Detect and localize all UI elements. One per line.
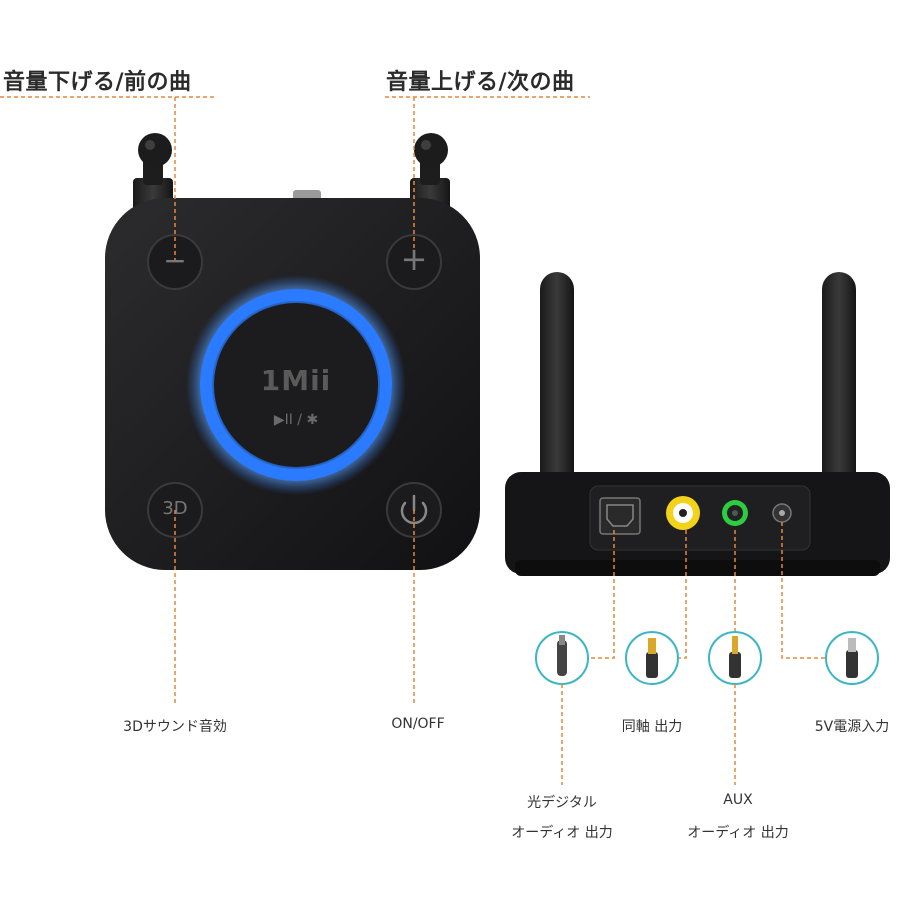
label-volume-up: 音量上げる/次の曲: [386, 70, 575, 95]
label-power-in: 5V電源入力: [814, 719, 890, 735]
play-pause-ring: [200, 289, 392, 481]
leader-power-in: [781, 522, 826, 659]
coaxial-connector: [625, 631, 679, 685]
label-3d-sound: 3Dサウンド音効: [123, 719, 227, 735]
sound-3d-icon: 3D: [162, 498, 188, 519]
label-aux-line1: AUX: [723, 792, 753, 808]
optical-connector: [535, 631, 589, 685]
leader-optical: [588, 530, 615, 659]
label-volume-down: 音量下げる/前の曲: [3, 70, 192, 95]
label-aux-line2: オーディオ 出力: [687, 825, 789, 841]
receiver-base: [515, 560, 880, 576]
power-icon: [400, 494, 428, 525]
label-optical-line2: オーディオ 出力: [511, 825, 613, 841]
plus-icon: +: [400, 240, 428, 278]
receiver-rear-panel: [589, 485, 811, 551]
play-pause-bluetooth-glyph: ▶II / ✱: [273, 412, 319, 428]
optical-port: [599, 497, 641, 535]
minus-icon: −: [163, 244, 187, 277]
dc-power-connector: [825, 631, 879, 685]
label-on-off: ON/OFF: [391, 716, 445, 732]
label-optical-line1: 光デジタル: [527, 795, 597, 811]
label-coaxial-out: 同軸 出力: [621, 719, 683, 735]
play-pause-button: [214, 303, 378, 467]
brand-logo: 1Mii: [260, 364, 332, 397]
aux-connector: [708, 631, 762, 685]
leader-coaxial: [678, 530, 687, 659]
